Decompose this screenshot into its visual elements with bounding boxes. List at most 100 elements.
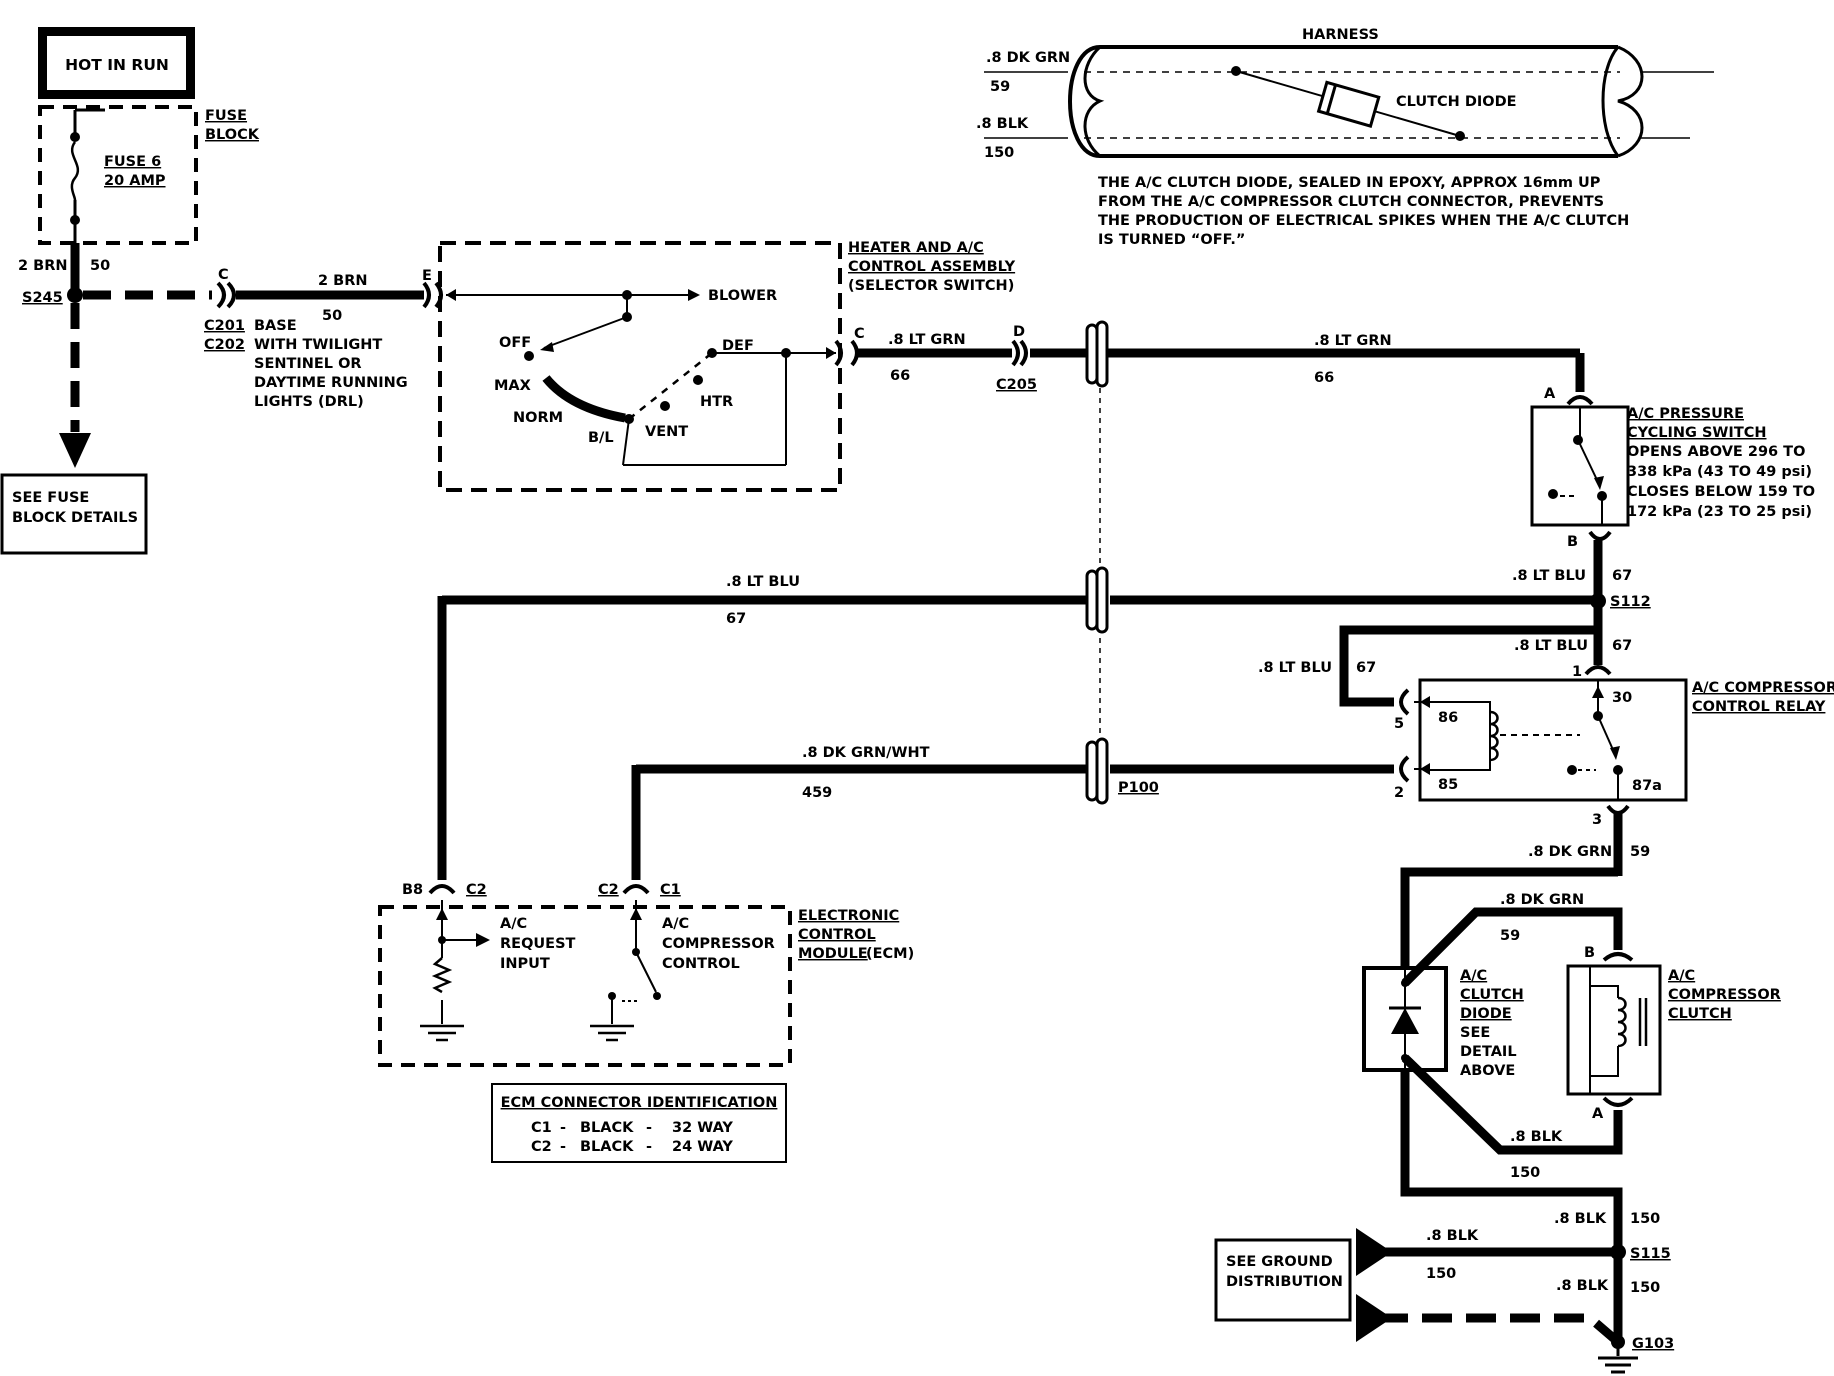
- wiper-arrow-icon: [540, 342, 554, 352]
- arrow-right-icon: [826, 347, 836, 359]
- blu-wire-color-4: .8 LT BLU: [1258, 660, 1332, 676]
- p100-connector-stack: [1085, 320, 1109, 808]
- harness-note3: THE PRODUCTION OF ELECTRICAL SPIKES WHEN…: [1098, 213, 1629, 229]
- right-circuit: 66: [1314, 370, 1334, 386]
- clutch-diode-body: [1316, 80, 1381, 128]
- see-fuse-box: SEE FUSE BLOCK DETAILS: [0, 473, 148, 555]
- fuse-block-label-2: BLOCK: [205, 127, 260, 143]
- c201-note3: SENTINEL OR: [254, 356, 362, 372]
- clutch-feed-wire: .8 DK GRN: [1528, 844, 1612, 860]
- pullup-resistor: [431, 957, 453, 994]
- lt-grn-wire: .8 LT GRN 66 D C205 .8 LT GRN 66: [850, 324, 1585, 393]
- c201-note1: BASE: [254, 318, 297, 334]
- c201-circuit: 50: [322, 308, 342, 324]
- harness-note2: FROM THE A/C COMPRESSOR CLUTCH CONNECTOR…: [1098, 194, 1604, 210]
- fuse-block: FUSE BLOCK FUSE 6 20 AMP: [38, 105, 260, 245]
- see-ground-line1: SEE GROUND: [1226, 1254, 1333, 1270]
- dk-grn-wht-wire: .8 DK GRN/WHT 459 P100: [631, 745, 1394, 880]
- c201-wire-color: 2 BRN: [318, 273, 368, 289]
- right-wire-color: .8 LT GRN: [1314, 333, 1392, 349]
- pressure-line4: 172 kPa (23 TO 25 psi): [1627, 504, 1812, 520]
- harness-note1: THE A/C CLUTCH DIODE, SEALED IN EPOXY, A…: [1098, 175, 1601, 191]
- selector-contact-arc: [542, 375, 626, 423]
- ecm-id-r2c1: C2: [531, 1139, 552, 1155]
- ecm-title1: ELECTRONIC: [798, 908, 899, 924]
- relay-pin3: 3: [1592, 812, 1602, 828]
- harness-wire2: .8 BLK: [976, 116, 1029, 132]
- blower-label: BLOWER: [708, 288, 777, 304]
- clutch-l3: CLUTCH: [1668, 1006, 1732, 1022]
- ecm-id-r1c4: -: [646, 1120, 652, 1136]
- pressure-pin-a: A: [1544, 386, 1556, 402]
- ecm-id-r1c5: 32 WAY: [672, 1120, 733, 1136]
- clutch-circuit: .8 DK GRN 59 A/C CLUTCH DIODE SEE DETAIL…: [1362, 812, 1781, 1275]
- gnd-circuit2: 150: [1426, 1266, 1456, 1282]
- bl-label: B/L: [588, 430, 614, 446]
- clutch-pin-b: B: [1584, 945, 1595, 961]
- relay-coil: [1489, 710, 1499, 762]
- fuse-element: [70, 141, 80, 201]
- blu-wire-color-3: .8 LT BLU: [1514, 638, 1588, 654]
- ecm-pin-b8: B8: [402, 882, 423, 898]
- gnd-wire2: .8 BLK: [1426, 1228, 1479, 1244]
- g103-label: G103: [1632, 1336, 1674, 1352]
- dkgrnwht-circuit: 459: [802, 785, 832, 801]
- ecm-module: B8 C2 C2 C1 ELECTRONIC CONTROL MODULE (E…: [378, 882, 914, 1067]
- clutch-circuit: 59: [1500, 928, 1520, 944]
- clutch-feed-circuit: 59: [1630, 844, 1650, 860]
- fuse-name: FUSE 6: [104, 154, 161, 170]
- req-label1: A/C: [500, 916, 527, 932]
- harness-circ1: 59: [990, 79, 1010, 95]
- blu-circuit-2: 67: [1612, 568, 1632, 584]
- ecm-conn-c1: C1: [660, 882, 681, 898]
- gnd-circuit3: 150: [1630, 1280, 1660, 1296]
- ecm-title4: (ECM): [866, 946, 914, 962]
- selector-pin-e: E: [422, 268, 432, 284]
- req-label2: REQUEST: [500, 936, 576, 952]
- diode-l5: DETAIL: [1460, 1044, 1517, 1060]
- blu-wire-color-2: .8 LT BLU: [1512, 568, 1586, 584]
- gnd-circuit1: 150: [1630, 1211, 1660, 1227]
- p100-label: P100: [1118, 780, 1159, 796]
- relay-pin5: 5: [1394, 716, 1404, 732]
- def-label: DEF: [722, 338, 754, 354]
- selector-title3: (SELECTOR SWITCH): [848, 278, 1014, 294]
- ecm-id-r1c2: -: [560, 1120, 566, 1136]
- clutch-l1: A/C: [1668, 968, 1695, 984]
- selector-switch: HEATER AND A/C CONTROL ASSEMBLY (SELECTO…: [422, 240, 1016, 492]
- gnd-wire1: .8 BLK: [1554, 1211, 1607, 1227]
- blu-circuit-4: 67: [1356, 660, 1376, 676]
- selector-title2: CONTROL ASSEMBLY: [848, 259, 1016, 275]
- c205-wire-color: .8 LT GRN: [888, 332, 966, 348]
- ecm-id-r1c1: C1: [531, 1120, 552, 1136]
- blu-wire-color: .8 LT BLU: [726, 574, 800, 590]
- ecm-id-r1c3: BLACK: [580, 1120, 634, 1136]
- selector-pin-c: C: [854, 326, 865, 342]
- c201-note4: DAYTIME RUNNING: [254, 375, 408, 391]
- ground-arrow-icon-2: [1356, 1294, 1392, 1342]
- harness-wire1: .8 DK GRN: [986, 50, 1070, 66]
- c205-circuit: 66: [890, 368, 910, 384]
- harness-title: HARNESS: [1302, 27, 1379, 43]
- max-label: MAX: [494, 378, 531, 394]
- relay-t30: 30: [1612, 690, 1632, 706]
- blu-circuit-3: 67: [1612, 638, 1632, 654]
- relay-t87a: 87a: [1632, 778, 1662, 794]
- feed-wire: 2 BRN 50 S245: [18, 243, 212, 468]
- harness-detail: HARNESS .8 DK GRN 59 .8 BLK 150 CLUTCH D…: [976, 27, 1714, 248]
- pressure-line2: 338 kPa (43 TO 49 psi): [1627, 464, 1812, 480]
- feed-wire-color: 2 BRN: [18, 258, 68, 274]
- blu-circuit: 67: [726, 611, 746, 627]
- harness-circ2: 150: [984, 145, 1014, 161]
- ecm-id-title: ECM CONNECTOR IDENTIFICATION: [501, 1095, 778, 1111]
- vent-label: VENT: [645, 424, 688, 440]
- ecm-title3: MODULE: [798, 946, 868, 962]
- ecm-connector-id: ECM CONNECTOR IDENTIFICATION C1 - BLACK …: [491, 1083, 787, 1163]
- request-arrow-icon: [476, 933, 490, 947]
- selector-title1: HEATER AND A/C: [848, 240, 984, 256]
- clutch-l2: COMPRESSOR: [1668, 987, 1781, 1003]
- relay-title2: CONTROL RELAY: [1692, 699, 1826, 715]
- dkgrnwht-wire-color: .8 DK GRN/WHT: [802, 745, 930, 761]
- arrow-down-icon: [59, 433, 91, 468]
